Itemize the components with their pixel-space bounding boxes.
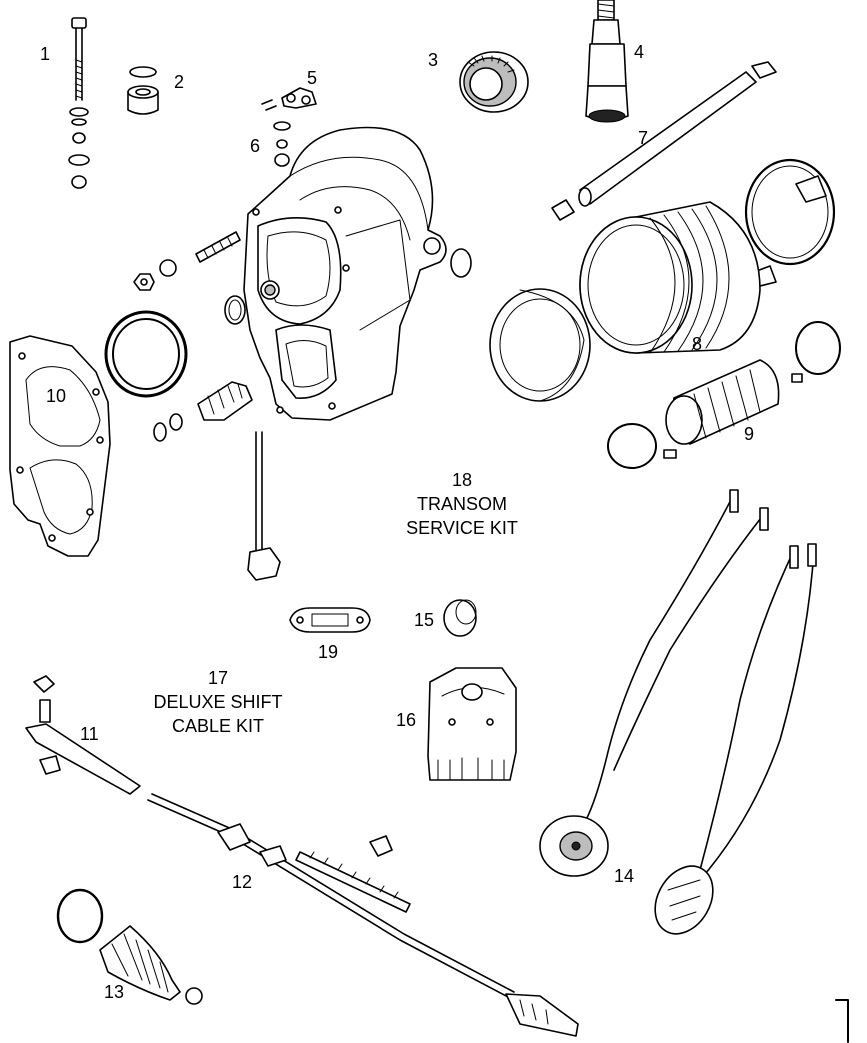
part-7-hose bbox=[551, 61, 777, 221]
part-15-cap bbox=[443, 599, 477, 637]
callout-1: 1 bbox=[40, 44, 50, 64]
part-12-shift-cable bbox=[147, 793, 579, 1037]
part-16-block bbox=[427, 667, 517, 781]
housing-nut-washer bbox=[133, 259, 177, 291]
callout-4: 4 bbox=[634, 42, 644, 62]
housing-stud bbox=[195, 231, 241, 263]
part-2-bushing bbox=[127, 66, 159, 115]
shift-kit-line2: CABLE KIT bbox=[172, 716, 264, 736]
part-4-shaft-housing bbox=[585, 0, 629, 123]
transom-kit-number: 18 bbox=[452, 470, 472, 490]
part-8-bellows bbox=[489, 201, 761, 402]
frame-corner-mark bbox=[835, 999, 849, 1043]
part-6-washers bbox=[273, 121, 291, 167]
callout-14: 14 bbox=[614, 866, 634, 886]
callout-12: 12 bbox=[232, 872, 252, 892]
housing-small-oring bbox=[224, 295, 246, 325]
housing-washer-right bbox=[450, 248, 472, 278]
part-10-gasket bbox=[9, 335, 111, 557]
deluxe-shift-cable-kit-label: 17 DELUXE SHIFT CABLE KIT bbox=[153, 668, 282, 736]
shift-shaft-fitting bbox=[153, 381, 253, 442]
large-oring bbox=[104, 310, 188, 398]
gimbal-housing bbox=[243, 126, 447, 421]
callout-3: 3 bbox=[428, 50, 438, 70]
shift-kit-line1: DELUXE SHIFT bbox=[153, 692, 282, 712]
callout-10: 10 bbox=[46, 386, 66, 406]
shift-kit-number: 17 bbox=[208, 668, 228, 688]
transom-kit-line2: SERVICE KIT bbox=[406, 518, 518, 538]
part-9-small-bellows bbox=[607, 321, 841, 469]
part-5-shift-lever bbox=[261, 87, 317, 111]
part-14-cable-sensors bbox=[539, 489, 817, 935]
callout-labels: 1 2 3 4 5 6 7 8 9 10 11 12 13 14 15 16 1… bbox=[40, 42, 754, 1002]
part-3-bearing bbox=[459, 51, 529, 113]
callout-13: 13 bbox=[104, 982, 124, 1002]
callout-5: 5 bbox=[307, 68, 317, 88]
part-1-bolt-stack bbox=[68, 17, 90, 189]
shift-rod bbox=[247, 431, 281, 581]
callout-7: 7 bbox=[638, 128, 648, 148]
transom-service-kit-label: 18 TRANSOM SERVICE KIT bbox=[406, 470, 518, 538]
part-19-small-gasket bbox=[289, 607, 371, 633]
callout-8: 8 bbox=[692, 334, 702, 354]
callout-2: 2 bbox=[174, 72, 184, 92]
callout-6: 6 bbox=[250, 136, 260, 156]
callout-9: 9 bbox=[744, 424, 754, 444]
callout-11: 11 bbox=[80, 724, 99, 744]
transom-kit-line1: TRANSOM bbox=[417, 494, 507, 514]
callout-15: 15 bbox=[414, 610, 434, 630]
part-13-boot bbox=[56, 888, 203, 1005]
upper-hose-clamp bbox=[744, 158, 836, 287]
callout-16: 16 bbox=[396, 710, 416, 730]
callout-19: 19 bbox=[318, 642, 338, 662]
part-11-cable-end bbox=[25, 675, 141, 795]
